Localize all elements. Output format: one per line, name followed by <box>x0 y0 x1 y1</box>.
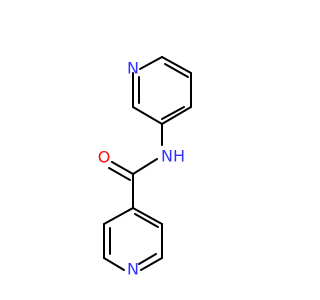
bond-top-ring-5 <box>132 106 163 125</box>
bonds <box>103 56 192 271</box>
bond-nh-to-carbonyl <box>132 158 158 175</box>
pyridine-top-nitrogen-label: N <box>127 59 139 78</box>
bond-top-ring-2 <box>161 56 192 74</box>
pyridine-bottom-nitrogen-label: N <box>127 260 139 279</box>
bond-top-ring-4 <box>161 106 192 125</box>
bond-bottom-ring-3 <box>140 257 163 271</box>
bond-bottom-ring-3-inner <box>138 253 157 265</box>
bond-top-ring-1 <box>139 56 163 70</box>
bond-bottom-ring-1 <box>132 207 163 225</box>
bond-carbonyl-1 <box>111 161 134 175</box>
bond-bottom-ring-4 <box>103 257 125 271</box>
amide-oxygen-label: O <box>98 148 111 167</box>
molecule-diagram: N O NH N <box>98 56 192 279</box>
bond-carbonyl-2 <box>108 167 131 181</box>
atom-labels: N O NH N <box>98 59 185 279</box>
bond-top-ring-2-inner <box>164 63 189 78</box>
amide-nh-label: NH <box>161 147 185 166</box>
bond-top-ring-4-inner <box>161 106 185 120</box>
bond-bottom-ring-1-inner <box>134 213 159 228</box>
structure-canvas: N O NH N <box>98 56 192 279</box>
bond-bottom-ring-6 <box>103 207 134 225</box>
